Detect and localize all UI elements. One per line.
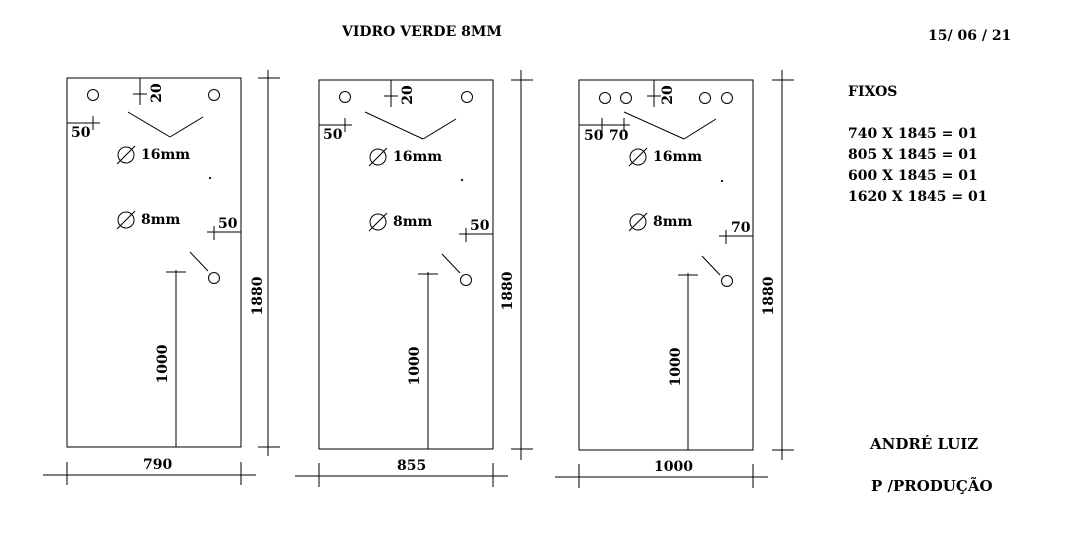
panel-2-width-label: 855: [397, 458, 427, 474]
date-label: 15/ 06 / 21: [928, 28, 1012, 44]
panel-2-outline: [318, 79, 494, 450]
panel-3-hole-top-1: [599, 92, 611, 104]
panel-1-top-offset-label: 20: [149, 83, 165, 103]
panel-3-top-offset-label: 20: [660, 85, 676, 105]
panel-3-hole-top-3: [699, 92, 711, 104]
panel-1-lower-hole-diameter-label: 8mm: [141, 212, 181, 228]
panel-1-hole-top-right: [208, 89, 220, 101]
panel-3-lower-hole-height-label: 1000: [668, 347, 684, 387]
panel-3-width-label: 1000: [654, 459, 693, 475]
panel-2-left-margin-label: 50: [323, 127, 343, 143]
page-title: VIDRO VERDE 8MM: [342, 24, 502, 40]
panel-1-width-label: 790: [143, 457, 173, 473]
panel-3-lower-hole-diameter-label: 8mm: [653, 214, 693, 230]
panel-3-drawing: [555, 70, 794, 488]
panel-2-hole-top-left: [339, 91, 351, 103]
panel-3-hole-top-4: [721, 92, 733, 104]
panel-1-right-margin-label: 50: [218, 216, 238, 232]
panel-2-height-label: 1880: [500, 271, 516, 311]
panel-3-right-margin-label: 70: [731, 220, 751, 236]
panel-3-hole-top-2: [620, 92, 632, 104]
panel-2-lower-hole-diameter-label: 8mm: [393, 214, 433, 230]
panel-3-height-label: 1880: [761, 276, 777, 316]
panel-3-outline: [578, 79, 754, 451]
panel-3-top-hole-diameter-label: 16mm: [653, 149, 703, 165]
panel-1-drawing: [43, 70, 280, 485]
panel-2-top-offset-label: 20: [400, 85, 416, 105]
panel-2-lower-hole-height-label: 1000: [407, 346, 423, 386]
panel-1-hole-lower: [208, 272, 220, 284]
panel-1-outline: [66, 77, 242, 448]
panel-2-right-margin-label: 50: [470, 218, 490, 234]
notes-line: 740 X 1845 = 01: [848, 126, 978, 142]
panel-2-hole-lower: [460, 274, 472, 286]
notes-line: 805 X 1845 = 01: [848, 147, 978, 163]
notes-line: 600 X 1845 = 01: [848, 168, 978, 184]
panel-1-lower-hole-height-label: 1000: [155, 344, 171, 384]
panel-1-hole-top-left: [87, 89, 99, 101]
panel-2-drawing: [295, 70, 533, 487]
author-name: ANDRÉ LUIZ: [870, 435, 979, 453]
panel-3-hole-lower: [721, 275, 733, 287]
panel-1-top-hole-diameter-label: 16mm: [141, 147, 191, 163]
notes-heading: FIXOS: [848, 84, 898, 100]
notes-line: 1620 X 1845 = 01: [848, 189, 988, 205]
panel-2-top-hole-diameter-label: 16mm: [393, 149, 443, 165]
panel-1-height-label: 1880: [250, 276, 266, 316]
panel-1-left-margin-label: 50: [71, 125, 91, 141]
panel-3-left-margin-label-2: 70: [609, 128, 629, 144]
panel-2-hole-top-right: [461, 91, 473, 103]
department-label: P /PRODUÇÃO: [871, 477, 993, 495]
panel-3-left-margin-label-1: 50: [584, 128, 604, 144]
